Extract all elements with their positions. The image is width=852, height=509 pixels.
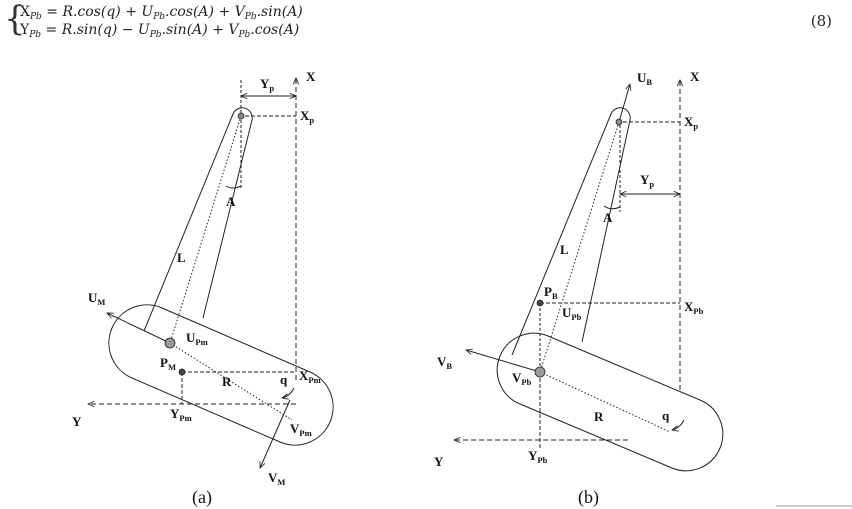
fig-a-label-y: Y xyxy=(72,414,82,429)
fig-b-label-ypb: YPb xyxy=(528,448,548,465)
fig-a-point-pm xyxy=(178,368,186,376)
eq1-term-a: R.cos(q) xyxy=(62,4,121,20)
eq2-lhs-sub: Pb xyxy=(29,30,42,40)
fig-a-link-axis-lower xyxy=(169,342,293,421)
eq2-lhs: Y xyxy=(20,22,30,38)
fig-a-um-arrow xyxy=(107,312,171,344)
fig-b-joint-b xyxy=(534,366,546,378)
eq1-term-c: V xyxy=(234,4,245,20)
fig-b-label-xpb: XPb xyxy=(684,299,704,316)
equation-line-2: YPb = R.sin(q) − UPb.sin(A) + VPb.cos(A) xyxy=(20,22,300,40)
eq1-term-b-sub: Pb xyxy=(153,12,166,22)
eq2-term-b: U xyxy=(137,22,150,38)
fig-a-angle-a xyxy=(225,185,242,189)
equation-brace: { xyxy=(4,0,26,39)
fig-a-label-l: L xyxy=(177,250,186,265)
fig-b-label-q: q xyxy=(662,408,670,423)
eq2-term-c: V xyxy=(228,22,239,38)
fig-b-ub-arrow xyxy=(618,84,630,123)
fig-a-link-upper xyxy=(143,107,253,332)
fig-a-label-x: X xyxy=(306,69,316,84)
fig-b-angle-a xyxy=(603,205,621,210)
fig-a-label-vpm: VPm xyxy=(290,421,312,438)
fig-b-link-axis-lower xyxy=(539,371,671,433)
eq2-term-c2: .cos(A) xyxy=(250,22,300,38)
fig-a-joint-top xyxy=(237,112,245,120)
eq1-term-b2: .cos(A) xyxy=(165,4,215,20)
fig-a-label-xp: Xp xyxy=(300,108,314,125)
eq1-term-c2: .sin(A) xyxy=(256,4,303,20)
fig-b-link-lower xyxy=(496,332,724,472)
fig-a-label-r: R xyxy=(222,374,232,389)
fig-b-point-pb xyxy=(536,299,544,307)
fig-a-label-upm: UPm xyxy=(186,330,208,347)
fig-b-label-r: R xyxy=(594,409,604,424)
fig-b-label-xp: Xp xyxy=(684,114,698,131)
eq2-term-b2: .sin(A) xyxy=(161,22,208,38)
fig-b-link-axis-upper xyxy=(539,121,620,373)
eq2-term-a: R.sin(q) xyxy=(61,22,118,38)
fig-b-label-l: L xyxy=(560,242,569,257)
fig-b-label-vb: VB xyxy=(437,354,452,371)
equation-block: { XPb = R.cos(q) + UPb.cos(A) + VPb.sin(… xyxy=(4,0,844,42)
fig-b-label-pb: PB xyxy=(544,284,558,301)
eq1-term-b: U xyxy=(141,4,154,20)
fig-a-angle-q xyxy=(282,387,295,398)
fig-b-label-ub: UB xyxy=(637,70,652,87)
eq2-term-c-sub: Pb xyxy=(238,30,251,40)
fig-a-label-yp: Yp xyxy=(260,76,274,93)
eq1-lhs-sub: Pb xyxy=(29,12,42,22)
fig-b-label-vpb: VPb xyxy=(512,370,532,387)
fig-a-label-um: UM xyxy=(88,290,105,307)
fig-b-label-x: X xyxy=(690,69,700,84)
fig-a-link-lower xyxy=(108,304,334,446)
fig-b-caption: (b) xyxy=(578,487,599,508)
fig-a-label-xpm: XPm xyxy=(299,368,321,385)
fig-a-caption: (a) xyxy=(192,487,212,508)
fig-a-label-q: q xyxy=(280,372,288,387)
fig-b-label-upb: UPb xyxy=(562,305,582,322)
fig-b-joint-top xyxy=(615,118,623,126)
eq2-term-b-sub: Pb xyxy=(149,30,162,40)
fig-a-vm-arrow xyxy=(259,399,291,468)
fig-a-label-pm: PM xyxy=(160,355,176,372)
figure-a xyxy=(88,78,334,468)
fig-a-label-vm: VM xyxy=(268,470,285,487)
equation-number: (8) xyxy=(810,12,832,30)
eq1-lhs: X xyxy=(20,4,30,20)
fig-b-label-yp: Yp xyxy=(640,172,654,189)
eq1-term-c-sub: Pb xyxy=(244,12,257,22)
equation-line-1: XPb = R.cos(q) + UPb.cos(A) + VPb.sin(A) xyxy=(20,4,303,22)
fig-a-label-ypm: YPm xyxy=(170,406,192,423)
figure-b xyxy=(454,80,724,472)
fig-b-label-a: A xyxy=(603,210,613,225)
fig-a-link-axis-upper xyxy=(169,115,242,344)
fig-a-joint-m xyxy=(164,337,176,349)
fig-b-angle-q xyxy=(672,419,685,430)
fig-a-label-a: A xyxy=(226,194,236,209)
fig-b-label-y: Y xyxy=(434,454,444,469)
fig-b-vb-arrow xyxy=(466,350,541,373)
